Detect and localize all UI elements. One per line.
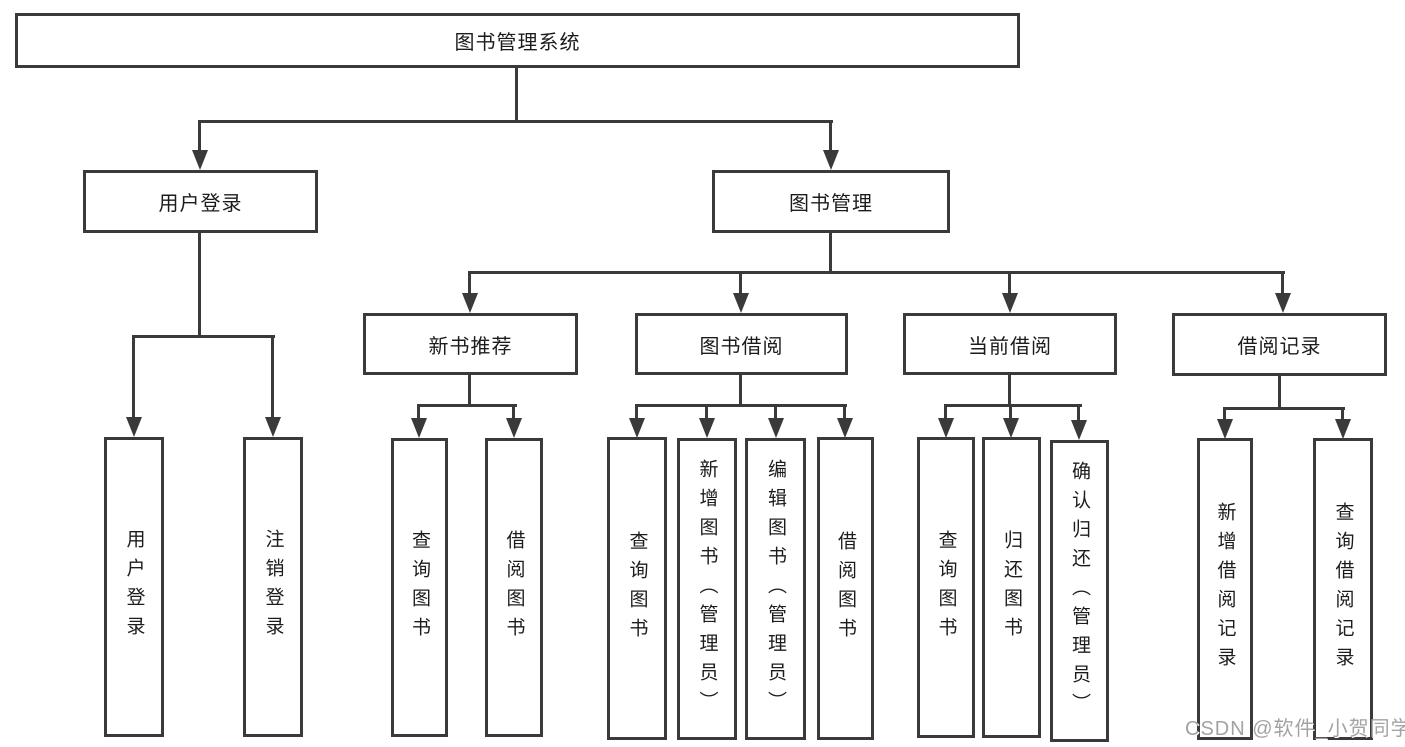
arrowhead-down-icon	[938, 418, 954, 438]
connector-line	[515, 66, 518, 122]
connector-line	[198, 120, 201, 152]
node-borrowing-records: 借阅记录	[1172, 313, 1387, 376]
leaf-edit-books-admin: 编辑图书（管理员）	[745, 438, 806, 740]
arrowhead-down-icon	[1003, 418, 1019, 438]
connector-line	[1009, 404, 1012, 421]
arrowhead-down-icon	[1217, 419, 1233, 439]
node-library-management-system: 图书管理系统	[15, 13, 1020, 68]
connector-line	[635, 404, 638, 421]
arrowhead-down-icon	[733, 293, 749, 313]
connector-line	[739, 373, 742, 406]
arrowhead-down-icon	[192, 150, 208, 170]
leaf-query-books: 查询图书	[917, 437, 975, 738]
connector-line	[829, 120, 832, 152]
arrowhead-down-icon	[126, 417, 142, 437]
connector-line	[132, 335, 275, 338]
connector-line	[1077, 404, 1080, 424]
leaf-logout: 注销登录	[243, 437, 303, 737]
arrowhead-down-icon	[629, 418, 645, 438]
connector-line	[843, 404, 846, 421]
leaf-add-borrow-record: 新增借阅记录	[1197, 438, 1253, 740]
arrowhead-down-icon	[265, 417, 281, 437]
connector-line	[774, 404, 777, 421]
connector-line	[468, 373, 471, 406]
connector-line	[1223, 407, 1345, 410]
connector-line	[944, 404, 947, 421]
leaf-return-books: 归还图书	[982, 437, 1041, 738]
connector-line	[635, 404, 847, 407]
arrowhead-down-icon	[1071, 420, 1087, 440]
connector-line	[1008, 373, 1011, 406]
connector-line	[198, 231, 201, 337]
arrowhead-down-icon	[699, 418, 715, 438]
arrowhead-down-icon	[1002, 293, 1018, 313]
leaf-add-books-admin: 新增图书（管理员）	[677, 438, 737, 740]
connector-line	[1008, 271, 1011, 296]
connector-line	[944, 404, 1082, 407]
node-user-login: 用户登录	[83, 170, 318, 233]
node-new-book-recommendation: 新书推荐	[363, 313, 578, 375]
arrowhead-down-icon	[411, 418, 427, 438]
connector-line	[1341, 407, 1344, 421]
connector-line	[417, 404, 420, 421]
arrowhead-down-icon	[837, 418, 853, 438]
node-book-borrowing: 图书借阅	[635, 313, 848, 375]
node-book-management: 图书管理	[712, 170, 950, 233]
connector-line	[468, 271, 471, 296]
leaf-borrow-books: 借阅图书	[817, 437, 874, 740]
connector-line	[199, 120, 833, 123]
connector-line	[1223, 407, 1226, 421]
connector-line	[739, 271, 742, 296]
connector-line	[132, 335, 135, 419]
connector-line	[271, 335, 274, 419]
arrowhead-down-icon	[1275, 293, 1291, 313]
arrowhead-down-icon	[823, 150, 839, 170]
connector-line	[468, 271, 1285, 274]
leaf-confirm-return-admin: 确认归还（管理员）	[1050, 440, 1109, 742]
arrowhead-down-icon	[1335, 419, 1351, 439]
connector-line	[705, 404, 708, 421]
connector-line	[1281, 271, 1284, 296]
connector-line	[417, 404, 517, 407]
arrowhead-down-icon	[768, 418, 784, 438]
connector-line	[1278, 374, 1281, 410]
leaf-query-books: 查询图书	[607, 437, 667, 740]
node-current-borrowing: 当前借阅	[903, 313, 1117, 375]
leaf-query-books: 查询图书	[391, 438, 448, 737]
leaf-borrow-books: 借阅图书	[485, 438, 543, 737]
connector-line	[829, 231, 832, 274]
leaf-query-borrow-record: 查询借阅记录	[1313, 438, 1373, 740]
arrowhead-down-icon	[462, 293, 478, 313]
watermark: CSDN @软件_小贺同学	[1185, 718, 1405, 740]
connector-line	[512, 404, 515, 421]
arrowhead-down-icon	[506, 418, 522, 438]
leaf-user-login: 用户登录	[104, 437, 164, 737]
